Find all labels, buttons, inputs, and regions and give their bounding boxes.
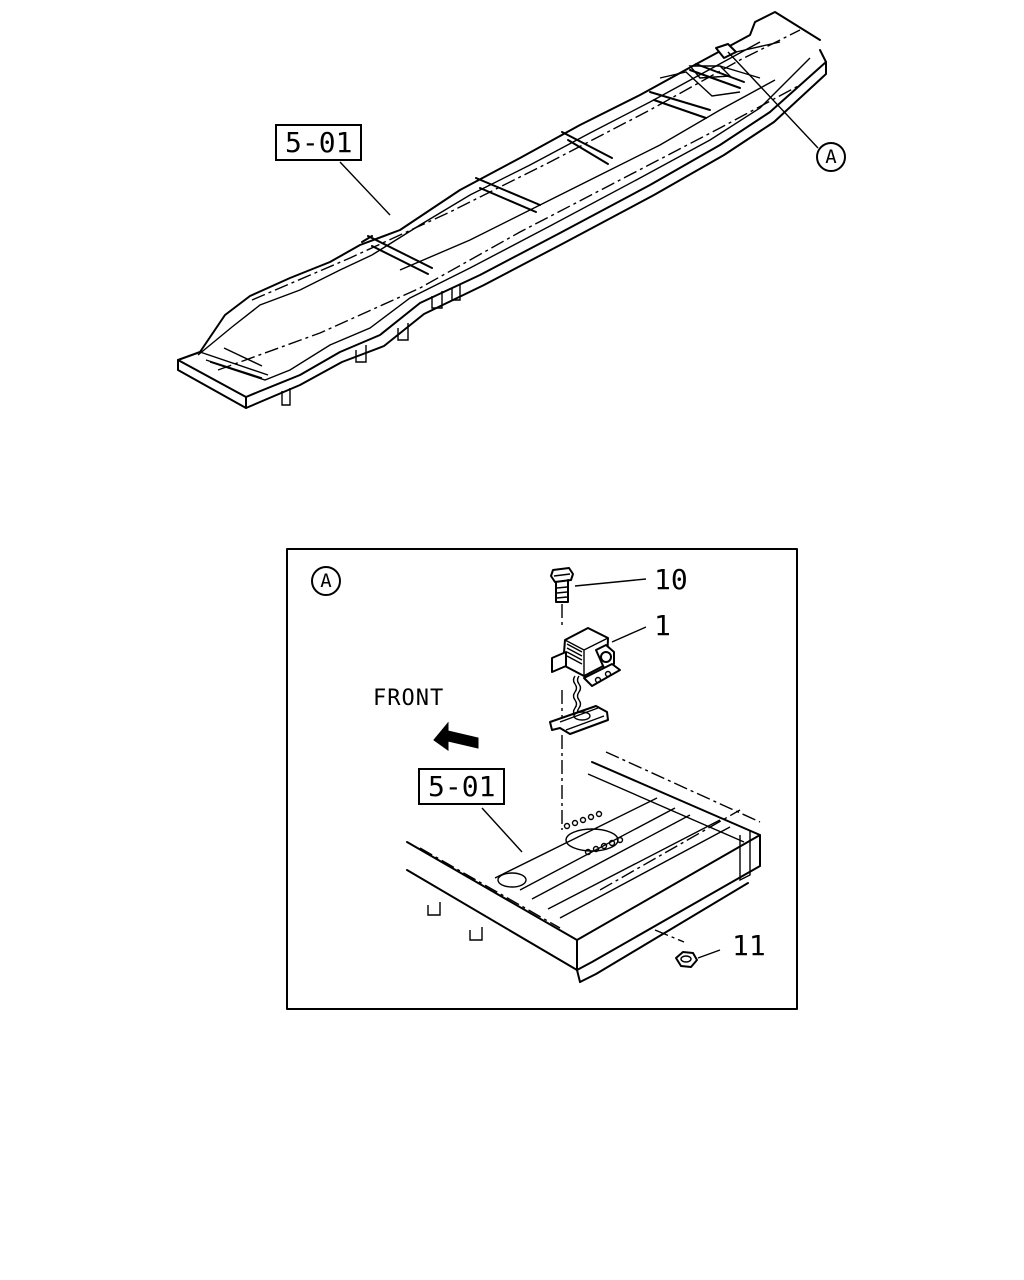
- front-direction-label: FRONT: [373, 686, 445, 711]
- detail-frame-ref-label: 5-01: [418, 768, 506, 805]
- bolt-part: [550, 567, 647, 603]
- chassis-frame-overview: [177, 11, 827, 409]
- detail-a-border: [286, 548, 798, 1010]
- overview-frame-ref-label: 5-01: [275, 124, 363, 161]
- overview-detail-marker: A: [816, 142, 846, 172]
- callout-11: 11: [732, 929, 766, 962]
- relay-part: [551, 626, 647, 717]
- bracket-part: [549, 705, 609, 735]
- detail-marker: A: [311, 566, 341, 596]
- callout-10: 10: [654, 563, 688, 596]
- callout-1: 1: [654, 609, 671, 642]
- front-arrow: [433, 721, 479, 751]
- frame-section-detail: [406, 751, 761, 983]
- detail-a-drawing: [406, 567, 761, 983]
- nut-part: [654, 929, 721, 968]
